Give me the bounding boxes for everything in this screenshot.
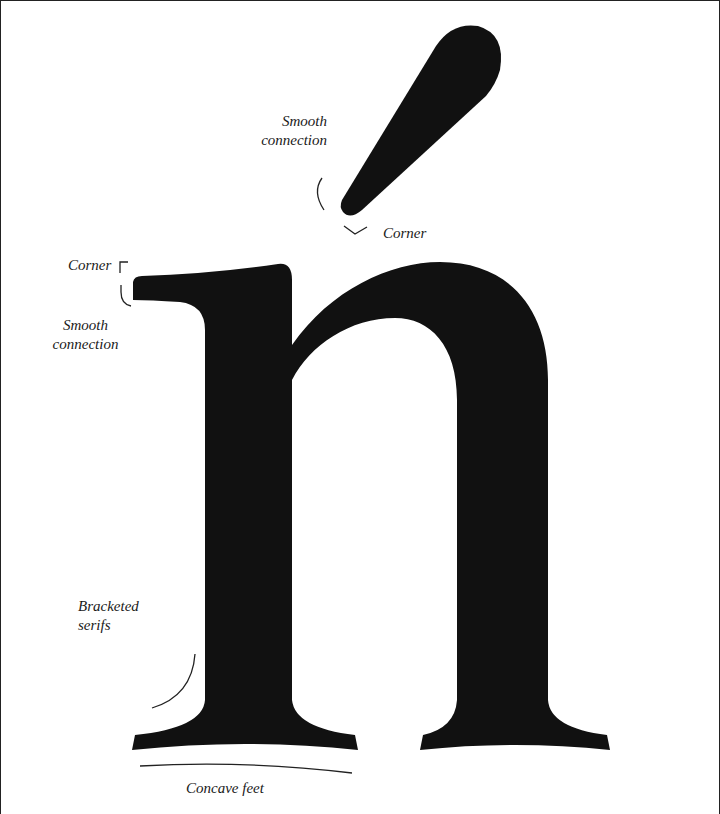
smooth-mark [317,178,324,210]
part-label: Smooth connection [232,112,327,150]
accent-glyph [341,25,501,215]
corner-mark [344,226,367,234]
letter-n [132,262,610,750]
part-label: Corner [68,256,128,275]
corner-mark [120,262,128,273]
smooth-mark [121,285,131,306]
feet-mark [140,764,352,773]
bracket-mark [152,654,195,708]
part-label: Smooth connection [38,316,133,354]
part-label: Bracketed serifs [78,597,163,635]
part-label: Concave feet [186,779,316,798]
part-label: Corner [383,224,463,243]
